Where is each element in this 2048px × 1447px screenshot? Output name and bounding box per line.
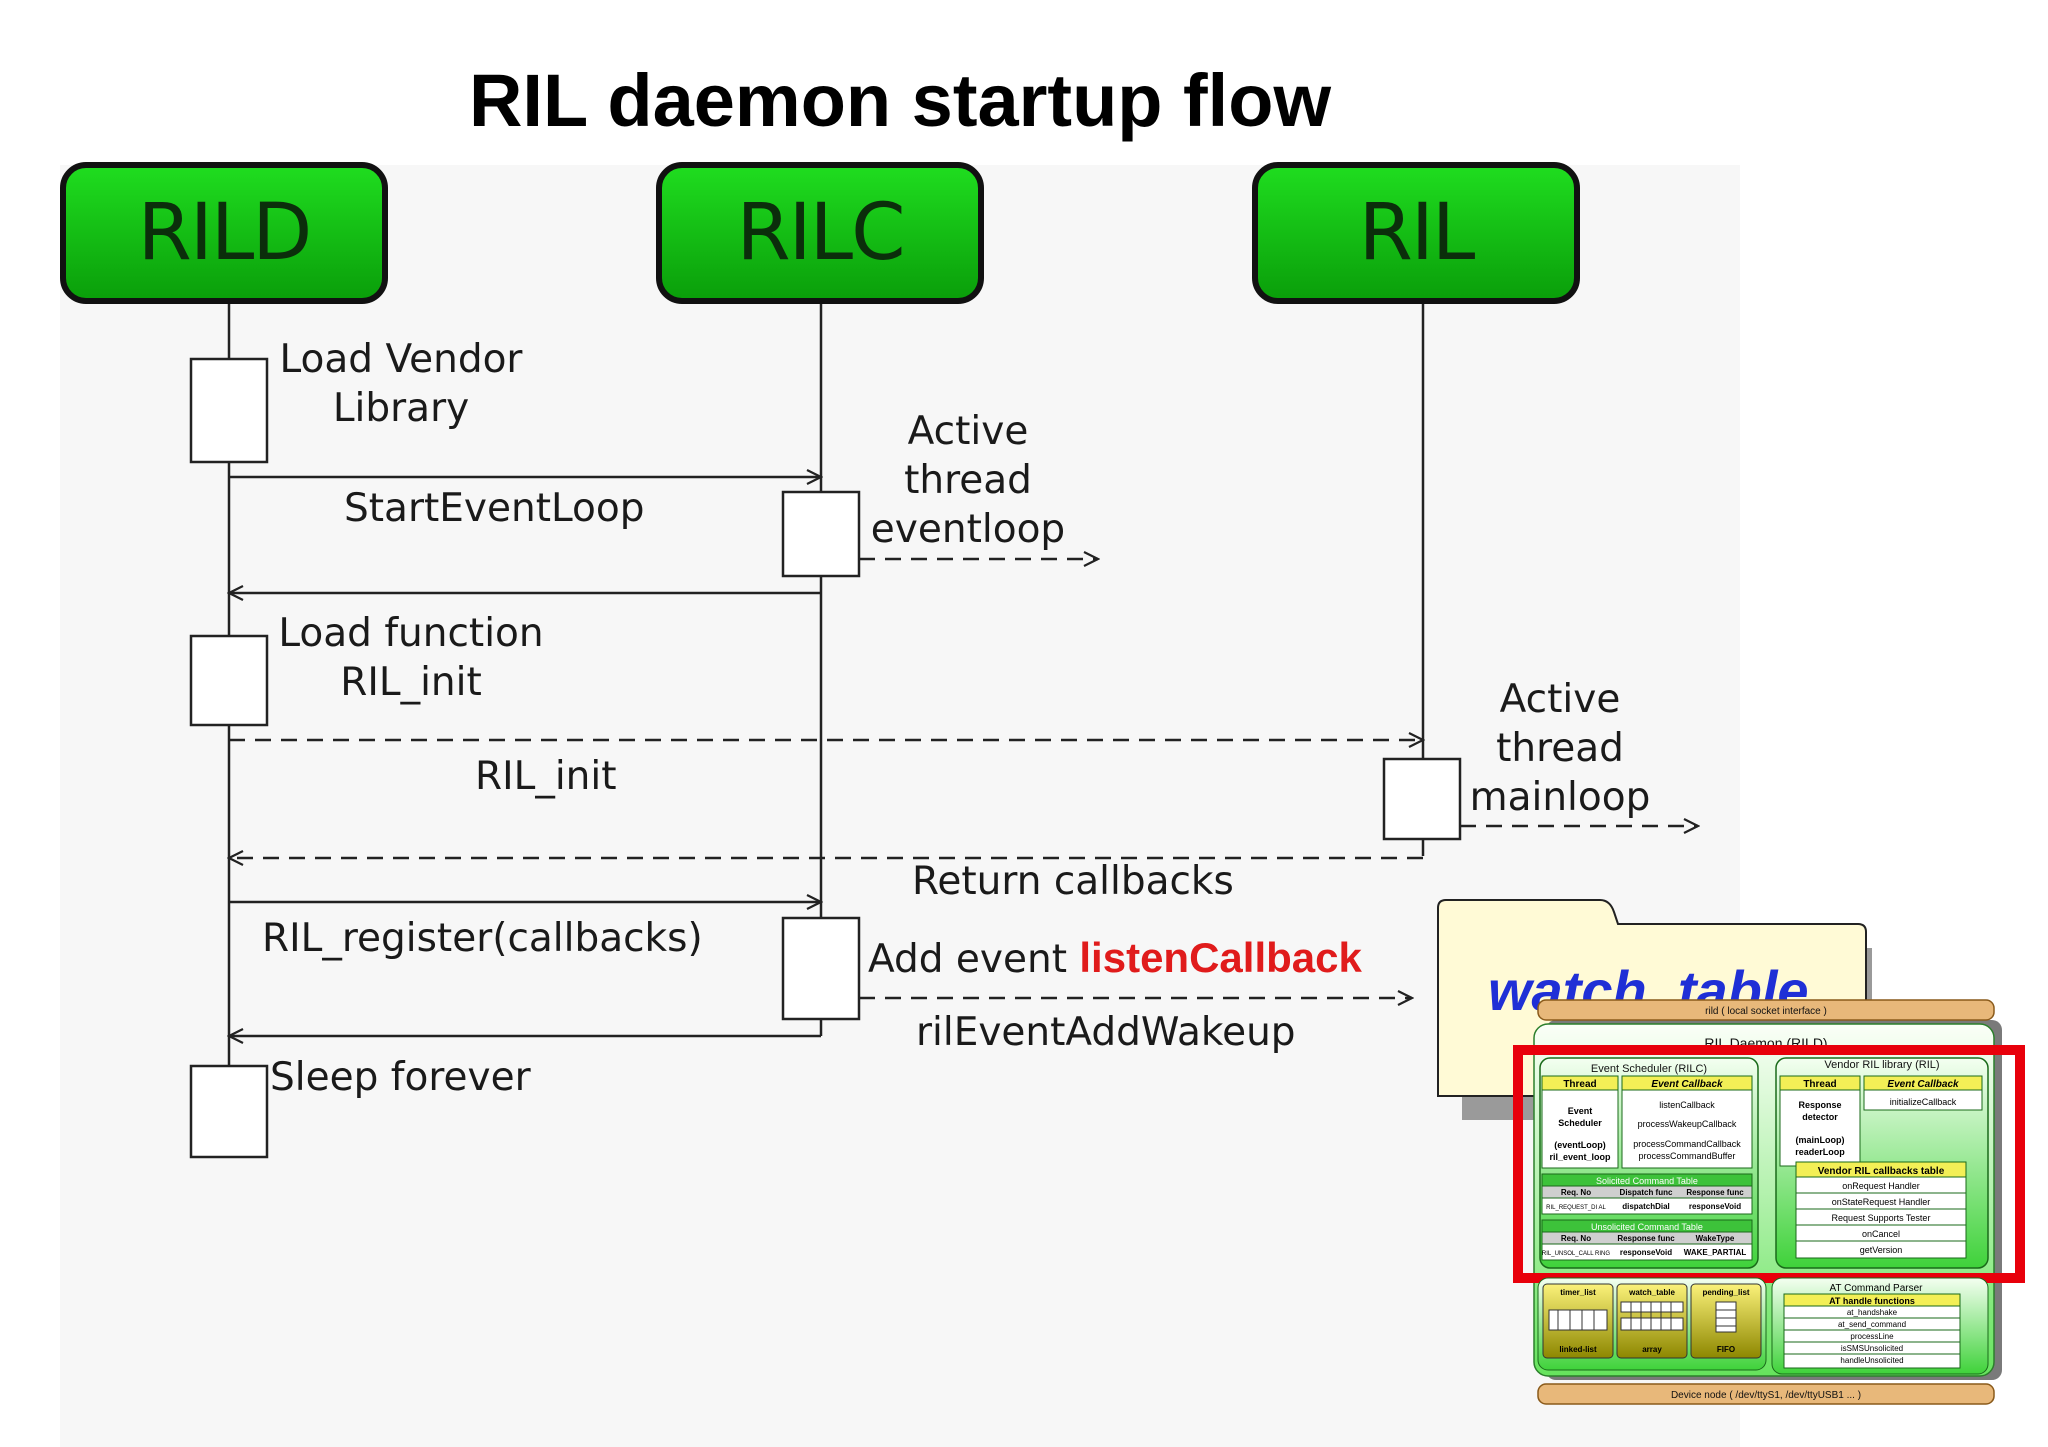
actor-ril: RIL (1252, 162, 1580, 304)
label-sleep-forever: Sleep forever (270, 1055, 531, 1100)
label-ril-init: RIL_init (475, 754, 617, 799)
svg-text:Response func: Response func (1617, 1234, 1675, 1243)
svg-text:processWakeupCallback: processWakeupCallback (1638, 1119, 1737, 1129)
activation-sleep (189, 1064, 269, 1159)
svg-text:processCommandBuffer: processCommandBuffer (1639, 1151, 1736, 1161)
timer-list-box: timer_list linked-list (1542, 1283, 1614, 1359)
svg-text:Solicited Command Table: Solicited Command Table (1596, 1176, 1698, 1186)
activation-mainloop (1382, 757, 1462, 841)
label-return-callbacks: Return callbacks (912, 859, 1234, 904)
label-add-event-prefix: Add event (868, 937, 1080, 982)
svg-text:Req. No: Req. No (1561, 1234, 1591, 1243)
svg-text:dispatchDial: dispatchDial (1622, 1202, 1670, 1211)
watch-table-box: watch_table array (1616, 1283, 1688, 1359)
svg-text:array: array (1642, 1345, 1662, 1354)
actor-rild: RILD (60, 162, 388, 304)
svg-text:timer_list: timer_list (1560, 1288, 1596, 1297)
svg-text:isSMSUnsolicited: isSMSUnsolicited (1841, 1344, 1903, 1353)
label-add-event: Add event listenCallback (868, 933, 1362, 984)
svg-text:Vendor RIL library (RIL): Vendor RIL library (RIL) (1824, 1059, 1939, 1071)
svg-text:WAKE_PARTIAL: WAKE_PARTIAL (1684, 1248, 1747, 1257)
svg-text:RIL_REQUEST_DI AL: RIL_REQUEST_DI AL (1546, 1205, 1606, 1211)
svg-text:getVersion: getVersion (1860, 1245, 1903, 1255)
svg-text:WakeType: WakeType (1696, 1234, 1735, 1243)
svg-text:Device node ( /dev/ttyS1, /dev: Device node ( /dev/ttyS1, /dev/ttyUSB1 .… (1671, 1390, 1861, 1401)
svg-text:RIL_UNSOL_CALL RING: RIL_UNSOL_CALL RING (1542, 1251, 1610, 1257)
svg-text:Thread: Thread (1563, 1079, 1596, 1090)
svg-text:Event Callback: Event Callback (1887, 1079, 1959, 1090)
rild-socket-bar (1537, 999, 1995, 1021)
pending-list-box: pending_list FIFO (1690, 1283, 1762, 1359)
svg-text:responseVoid: responseVoid (1689, 1202, 1741, 1211)
svg-text:linked-list: linked-list (1559, 1345, 1597, 1354)
svg-text:Request Supports Tester: Request Supports Tester (1832, 1213, 1931, 1223)
svg-text:onRequest Handler: onRequest Handler (1842, 1181, 1920, 1191)
device-node-bar (1537, 1383, 1995, 1405)
activation-load-function (189, 634, 269, 727)
svg-text:Response func: Response func (1686, 1188, 1744, 1197)
actor-rilc: RILC (656, 162, 984, 304)
svg-text:onStateRequest Handler: onStateRequest Handler (1832, 1197, 1931, 1207)
label-listen-callback: listenCallback (1079, 934, 1362, 981)
svg-text:pending_list: pending_list (1702, 1288, 1749, 1297)
label-start-event-loop: StartEventLoop (344, 486, 645, 531)
svg-text:Response: Response (1798, 1100, 1841, 1110)
activation-register (781, 916, 861, 1021)
svg-text:initializeCallback: initializeCallback (1890, 1097, 1957, 1107)
label-ril-register: RIL_register(callbacks) (262, 916, 703, 961)
svg-text:listenCallback: listenCallback (1659, 1100, 1715, 1110)
svg-text:onCancel: onCancel (1862, 1229, 1900, 1239)
svg-text:FIFO: FIFO (1717, 1345, 1735, 1354)
svg-text:Dispatch func: Dispatch func (1620, 1188, 1673, 1197)
svg-text:detector: detector (1802, 1112, 1838, 1122)
svg-text:watch_table: watch_table (1628, 1288, 1675, 1297)
svg-text:Event Callback: Event Callback (1651, 1079, 1723, 1090)
svg-text:processCommandCallback: processCommandCallback (1633, 1139, 1741, 1149)
svg-text:Thread: Thread (1803, 1079, 1836, 1090)
svg-text:Event: Event (1568, 1106, 1593, 1116)
svg-text:at_handshake: at_handshake (1847, 1308, 1898, 1317)
svg-text:(mainLoop): (mainLoop) (1796, 1135, 1845, 1145)
svg-text:Scheduler: Scheduler (1558, 1118, 1602, 1128)
svg-text:readerLoop: readerLoop (1795, 1147, 1845, 1157)
svg-text:AT Command Parser: AT Command Parser (1830, 1283, 1924, 1294)
svg-text:(eventLoop): (eventLoop) (1554, 1140, 1606, 1150)
page-title: RIL daemon startup flow (468, 59, 1332, 142)
activation-eventloop (781, 490, 861, 578)
svg-text:at_send_command: at_send_command (1838, 1320, 1906, 1329)
svg-text:Unsolicited Command Table: Unsolicited Command Table (1591, 1222, 1703, 1232)
svg-text:handleUnsolicited: handleUnsolicited (1840, 1356, 1903, 1365)
svg-text:Vendor RIL callbacks table: Vendor RIL callbacks table (1818, 1166, 1945, 1177)
svg-text:ril_event_loop: ril_event_loop (1549, 1152, 1611, 1162)
activation-load-vendor (189, 357, 269, 464)
label-ril-event-add-wakeup: rilEventAddWakeup (916, 1010, 1296, 1055)
svg-text:rild ( local socket interface: rild ( local socket interface ) (1705, 1006, 1827, 1017)
svg-text:Event Scheduler (RILC): Event Scheduler (RILC) (1591, 1063, 1707, 1075)
svg-text:Req. No: Req. No (1561, 1188, 1591, 1197)
highlight-box (1513, 1045, 2025, 1283)
svg-text:processLine: processLine (1850, 1332, 1894, 1341)
svg-text:AT handle functions: AT handle functions (1829, 1296, 1915, 1306)
svg-text:responseVoid: responseVoid (1620, 1248, 1672, 1257)
